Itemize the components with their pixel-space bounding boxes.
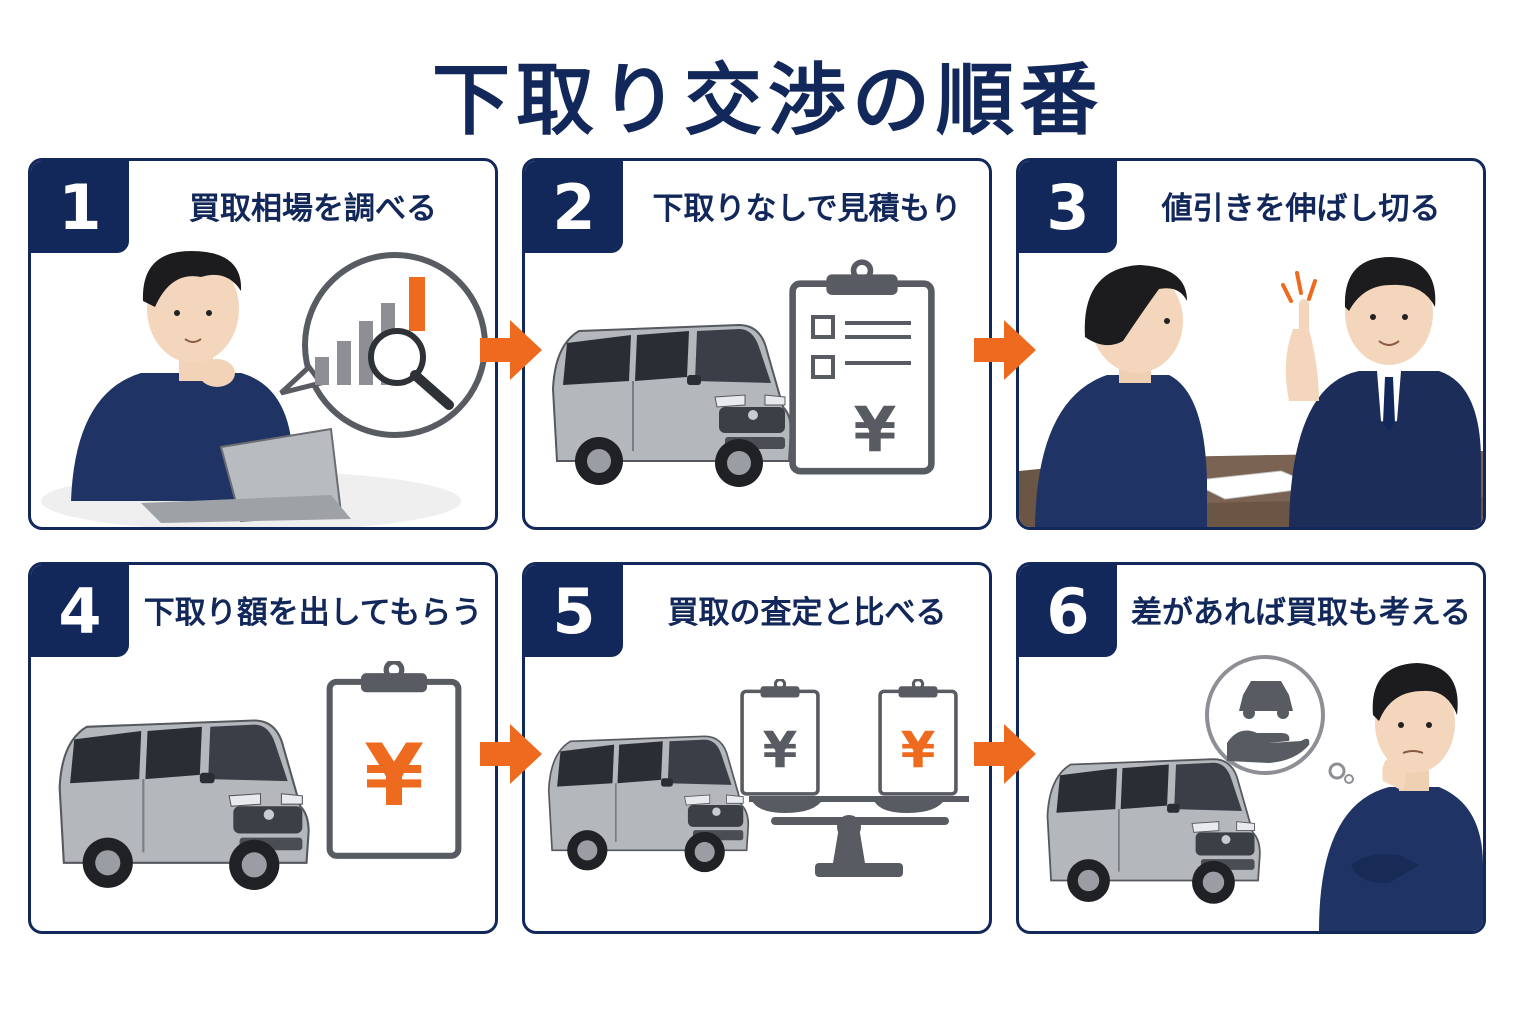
car-icon [1046,758,1261,905]
arrow-right-icon [974,724,1036,784]
step-card-2: 2 下取りなしで見積もり ¥ [522,158,992,530]
thought-bubble-icon [1205,655,1354,784]
thinking-person-icon [1319,663,1483,931]
arrow-right-icon [974,320,1036,380]
step-number-badge: 6 [1019,565,1117,657]
tradein-illustration: ¥ [58,565,495,892]
checklist-icon [811,315,911,379]
laptop-icon [141,427,351,523]
step-number-badge: 3 [1019,161,1117,253]
salesman-icon [1281,257,1481,527]
step-number-badge: 4 [31,565,129,657]
step-number-badge: 5 [525,565,623,657]
research-illustration [41,251,488,527]
car-icon [547,735,750,874]
estimate-illustration: ¥ [552,161,989,488]
step-label: 差があれば買取も考える [1130,595,1472,631]
step-card-1: 1 買取相場を調べる [28,158,498,530]
negotiation-illustration [1019,257,1483,527]
balance-scale-icon [740,679,969,877]
yen-icon: ¥ [364,726,424,826]
step-card-3: 3 値引きを伸ばし切る [1016,158,1486,530]
chart-bubble-icon [279,252,488,438]
page-title: 下取り交渉の順番 [431,56,1104,146]
step-number-badge: 1 [31,161,129,253]
step-number-badge: 2 [525,161,623,253]
arrow-right-icon [480,724,542,784]
magnifier-icon [368,328,454,410]
step-label: 買取相場を調べる [189,191,437,227]
step-label: 値引きを伸ばし切る [1161,191,1441,227]
yen-icon: ¥ [763,721,798,779]
clipboard-icon: ¥ [793,262,932,471]
car-in-hand-icon [1227,681,1310,763]
step-card-4: 4 下取り額を出してもらう ¥ [28,562,498,934]
yen-icon: ¥ [853,393,896,466]
customer-icon [1035,265,1207,527]
arrow-right-icon [480,320,542,380]
car-icon [58,719,310,892]
car-icon [552,324,792,488]
step-card-6: 6 差があれば買取も考える [1016,562,1486,934]
compare-illustration: ¥ ¥ [547,679,969,877]
clipboard-icon: ¥ [330,662,459,856]
step-label: 下取りなしで見積もり [652,191,962,227]
consider-illustration [1046,655,1483,931]
yen-icon: ¥ [901,721,936,779]
step-label: 買取の査定と比べる [667,595,947,631]
step-label: 下取り額を出してもらう [143,595,483,631]
step-card-5: 5 買取の査定と比べる ¥ ¥ [522,562,992,934]
